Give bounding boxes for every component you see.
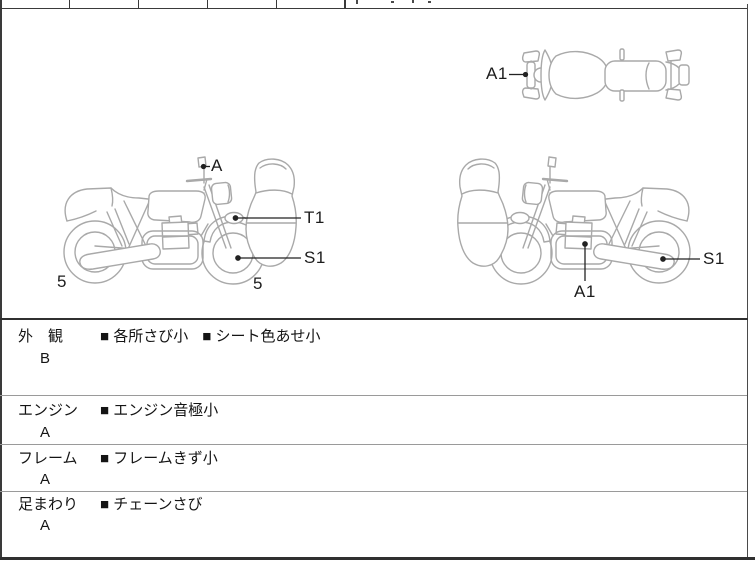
row-divider (0, 395, 747, 396)
row-category: エンジン (18, 402, 79, 419)
label-topview-a1: A1 (486, 64, 508, 83)
label-engine-a1: A1 (574, 282, 596, 301)
row-comments: ■ 各所さび小 ■ シート色あせ小 (100, 328, 320, 345)
label-mirror-a: A (211, 156, 223, 175)
sheet-right-border (747, 4, 749, 557)
row-grade: B (39, 350, 50, 367)
grid-line (276, 0, 278, 8)
row-category: 外 観 (18, 328, 64, 345)
label-rear-wheel-5: 5 (57, 272, 67, 291)
right-bike-illustration (456, 155, 692, 286)
grid-line (69, 0, 71, 8)
cropped-text-remnant (428, 1, 431, 3)
comment-item: ■ 各所さび小 (100, 328, 189, 345)
row-comments: ■ エンジン音極小 (100, 402, 218, 419)
label-front-t1: T1 (304, 208, 325, 227)
row-divider (0, 444, 747, 445)
grid-line (344, 0, 346, 8)
row-comments: ■ チェーンさび (100, 496, 202, 513)
comment-item: ■ シート色あせ小 (202, 328, 321, 345)
sheet-bottom-border (0, 557, 755, 560)
leader-lines (200, 71, 700, 281)
grid-line (138, 0, 140, 8)
row-comments: ■ フレームきず小 (100, 450, 218, 467)
row-category: 足まわり (18, 496, 79, 513)
row-grade: A (39, 424, 50, 441)
row-divider (0, 491, 747, 492)
grid-line (207, 0, 209, 8)
top-view-illustration (521, 48, 690, 102)
cropped-text-remnant (391, 1, 394, 3)
comment-item: ■ エンジン音極小 (100, 402, 219, 419)
grid-line (0, 7, 748, 10)
row-grade: A (39, 471, 50, 488)
comment-item: ■ フレームきず小 (100, 450, 218, 467)
sheet-left-border (0, 0, 2, 559)
left-bike-illustration (62, 155, 298, 286)
cropped-text-remnant (356, 0, 358, 4)
row-grade: A (39, 517, 50, 534)
comment-item: ■ チェーンさび (100, 496, 203, 513)
label-rear-wheel-s1: S1 (703, 249, 725, 268)
row-category: フレーム (18, 450, 78, 467)
label-front-wheel-5: 5 (253, 274, 263, 293)
label-front-wheel-s1: S1 (304, 248, 326, 267)
cropped-text-remnant (412, 0, 414, 3)
section-divider (0, 318, 748, 321)
